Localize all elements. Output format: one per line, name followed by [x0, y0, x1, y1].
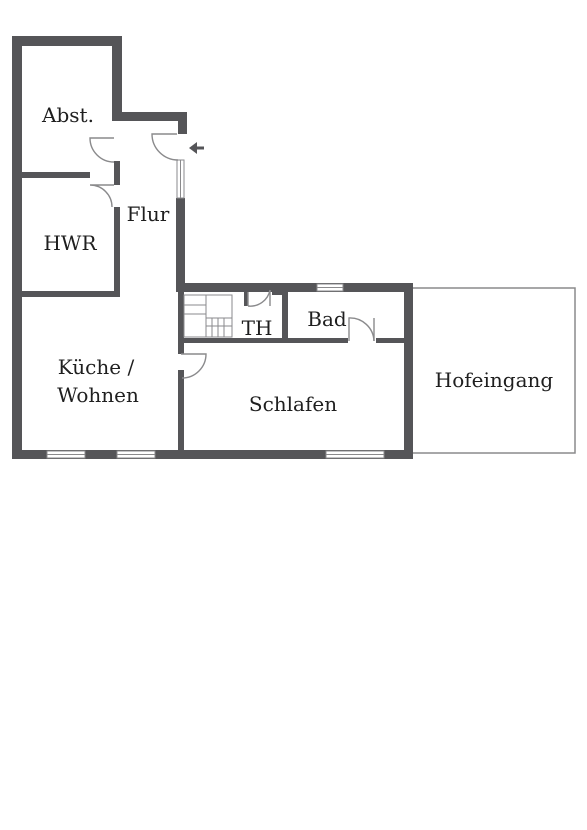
bad-window [316, 283, 344, 292]
interior-walls [22, 161, 406, 452]
room-label-abst: Abst. [41, 103, 94, 127]
room-label-hwr: HWR [43, 231, 97, 255]
room-label-kueche-line1: Küche / [58, 355, 135, 379]
room-label-bad: Bad [307, 307, 347, 331]
door-swings [89, 133, 375, 379]
bottom-windows [46, 450, 385, 459]
room-label-flur: Flur [127, 202, 170, 226]
entrance-arrow-icon [189, 142, 204, 154]
room-label-th: TH [242, 316, 273, 340]
room-label-kueche-line2: Wohnen [57, 383, 139, 407]
exterior-walls [12, 36, 413, 459]
flur-window [176, 159, 185, 199]
staircase-icon [183, 294, 233, 338]
room-label-schlafen: Schlafen [249, 392, 337, 416]
room-label-hofeingang: Hofeingang [435, 368, 554, 392]
